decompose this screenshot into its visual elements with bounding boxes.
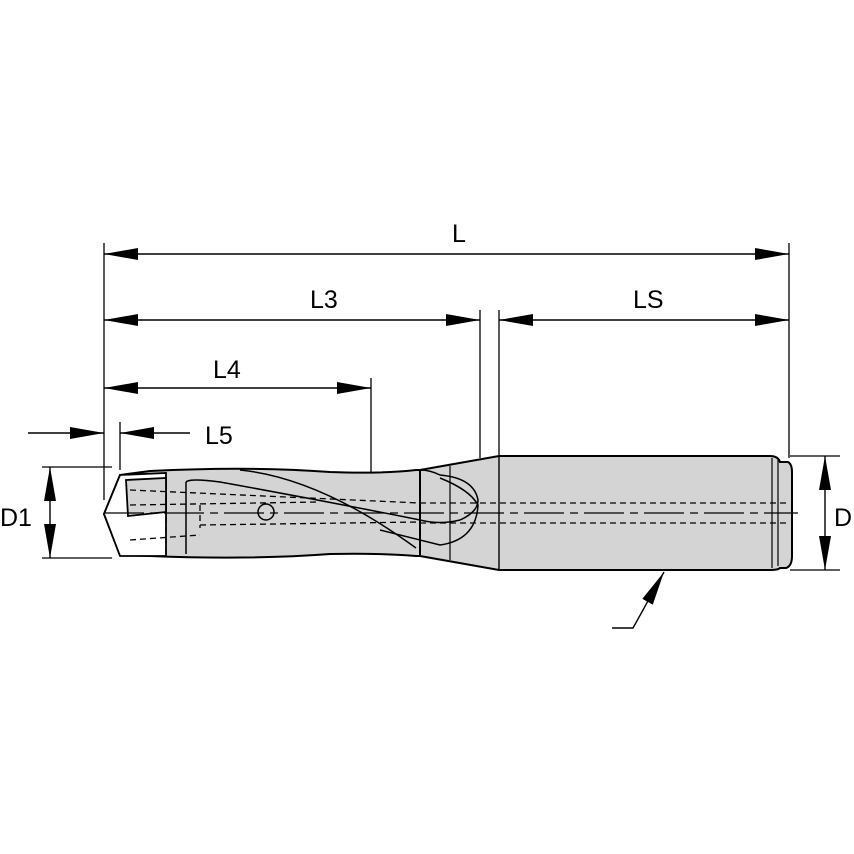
drill-tip-insert bbox=[103, 472, 167, 557]
dimension-label-LS: LS bbox=[633, 286, 664, 314]
dimension-label-D1: D1 bbox=[0, 504, 32, 532]
dimension-label-L: L bbox=[452, 220, 466, 248]
dimension-label-L3: L3 bbox=[310, 286, 338, 314]
coolant-hole bbox=[257, 503, 275, 521]
dimension-label-L5: L5 bbox=[205, 422, 233, 450]
hidden-lines bbox=[129, 489, 790, 556]
dimension-label-D: D bbox=[834, 504, 853, 532]
dimension-lines bbox=[28, 248, 831, 570]
dimension-label-L4: L4 bbox=[213, 356, 241, 384]
surface-leader bbox=[612, 571, 665, 629]
